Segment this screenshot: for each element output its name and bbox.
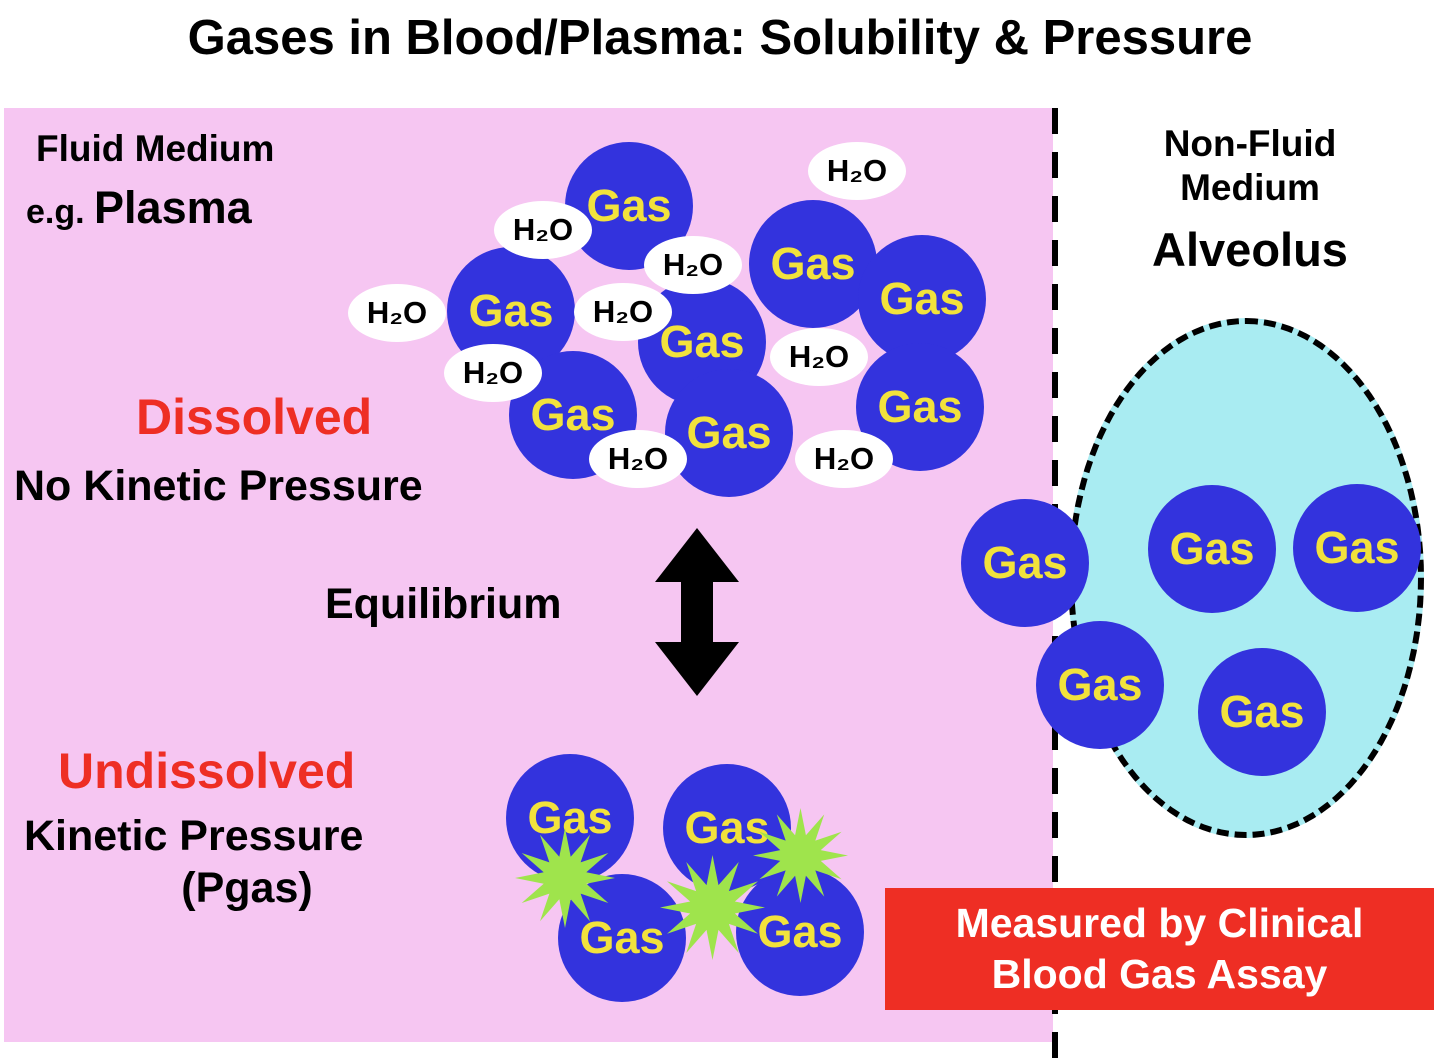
water-molecule: H₂O: [589, 430, 687, 488]
equilibrium-arrow-icon: [651, 528, 743, 696]
callout-line2: Blood Gas Assay: [991, 951, 1328, 997]
pgas-label: (Pgas): [181, 864, 313, 912]
gas-molecule: Gas: [1148, 485, 1276, 613]
measured-by-callout: Measured by Clinical Blood Gas Assay: [885, 888, 1434, 1010]
non-fluid-medium-label: Non-Fluid Medium: [1090, 122, 1410, 209]
gas-molecule: Gas: [749, 200, 877, 328]
non-fluid-line1: Non-Fluid: [1163, 123, 1337, 164]
fluid-medium-label: Fluid Medium: [36, 128, 275, 169]
dissolved-label: Dissolved: [136, 389, 373, 445]
collision-starburst-icon: [515, 828, 615, 928]
diagram-title: Gases in Blood/Plasma: Solubility & Pres…: [187, 11, 1253, 65]
eg-text: e.g.: [26, 193, 85, 231]
plasma-name: Plasma: [94, 182, 252, 233]
gas-molecule: Gas: [858, 235, 986, 363]
non-fluid-line2: Medium: [1180, 166, 1320, 208]
kinetic-pressure-label: Kinetic Pressure: [24, 812, 364, 860]
gas-molecule: Gas: [663, 764, 791, 892]
water-molecule: H₂O: [644, 236, 742, 294]
water-molecule: H₂O: [795, 430, 893, 488]
alveolus-label: Alveolus: [1152, 223, 1348, 276]
plasma-label: e.g. Plasma: [26, 182, 252, 234]
gas-molecule: Gas: [1198, 648, 1326, 776]
water-molecule: H₂O: [770, 328, 868, 386]
equilibrium-label: Equilibrium: [325, 580, 562, 628]
undissolved-label: Undissolved: [58, 743, 356, 799]
gas-molecule: Gas: [1293, 484, 1421, 612]
collision-starburst-icon: [660, 855, 765, 960]
water-molecule: H₂O: [494, 201, 592, 259]
water-molecule: H₂O: [808, 142, 906, 200]
gas-molecule: Gas: [565, 142, 693, 270]
callout-line1: Measured by Clinical: [955, 899, 1364, 946]
water-molecule: H₂O: [348, 284, 446, 342]
gas-molecule: Gas: [961, 499, 1089, 627]
no-kinetic-pressure-label: No Kinetic Pressure: [14, 462, 423, 510]
collision-starburst-icon: [753, 808, 848, 903]
gas-molecule: Gas: [1036, 621, 1164, 749]
water-molecule: H₂O: [574, 283, 672, 341]
gas-molecule: Gas: [665, 369, 793, 497]
water-molecule: H₂O: [444, 344, 542, 402]
